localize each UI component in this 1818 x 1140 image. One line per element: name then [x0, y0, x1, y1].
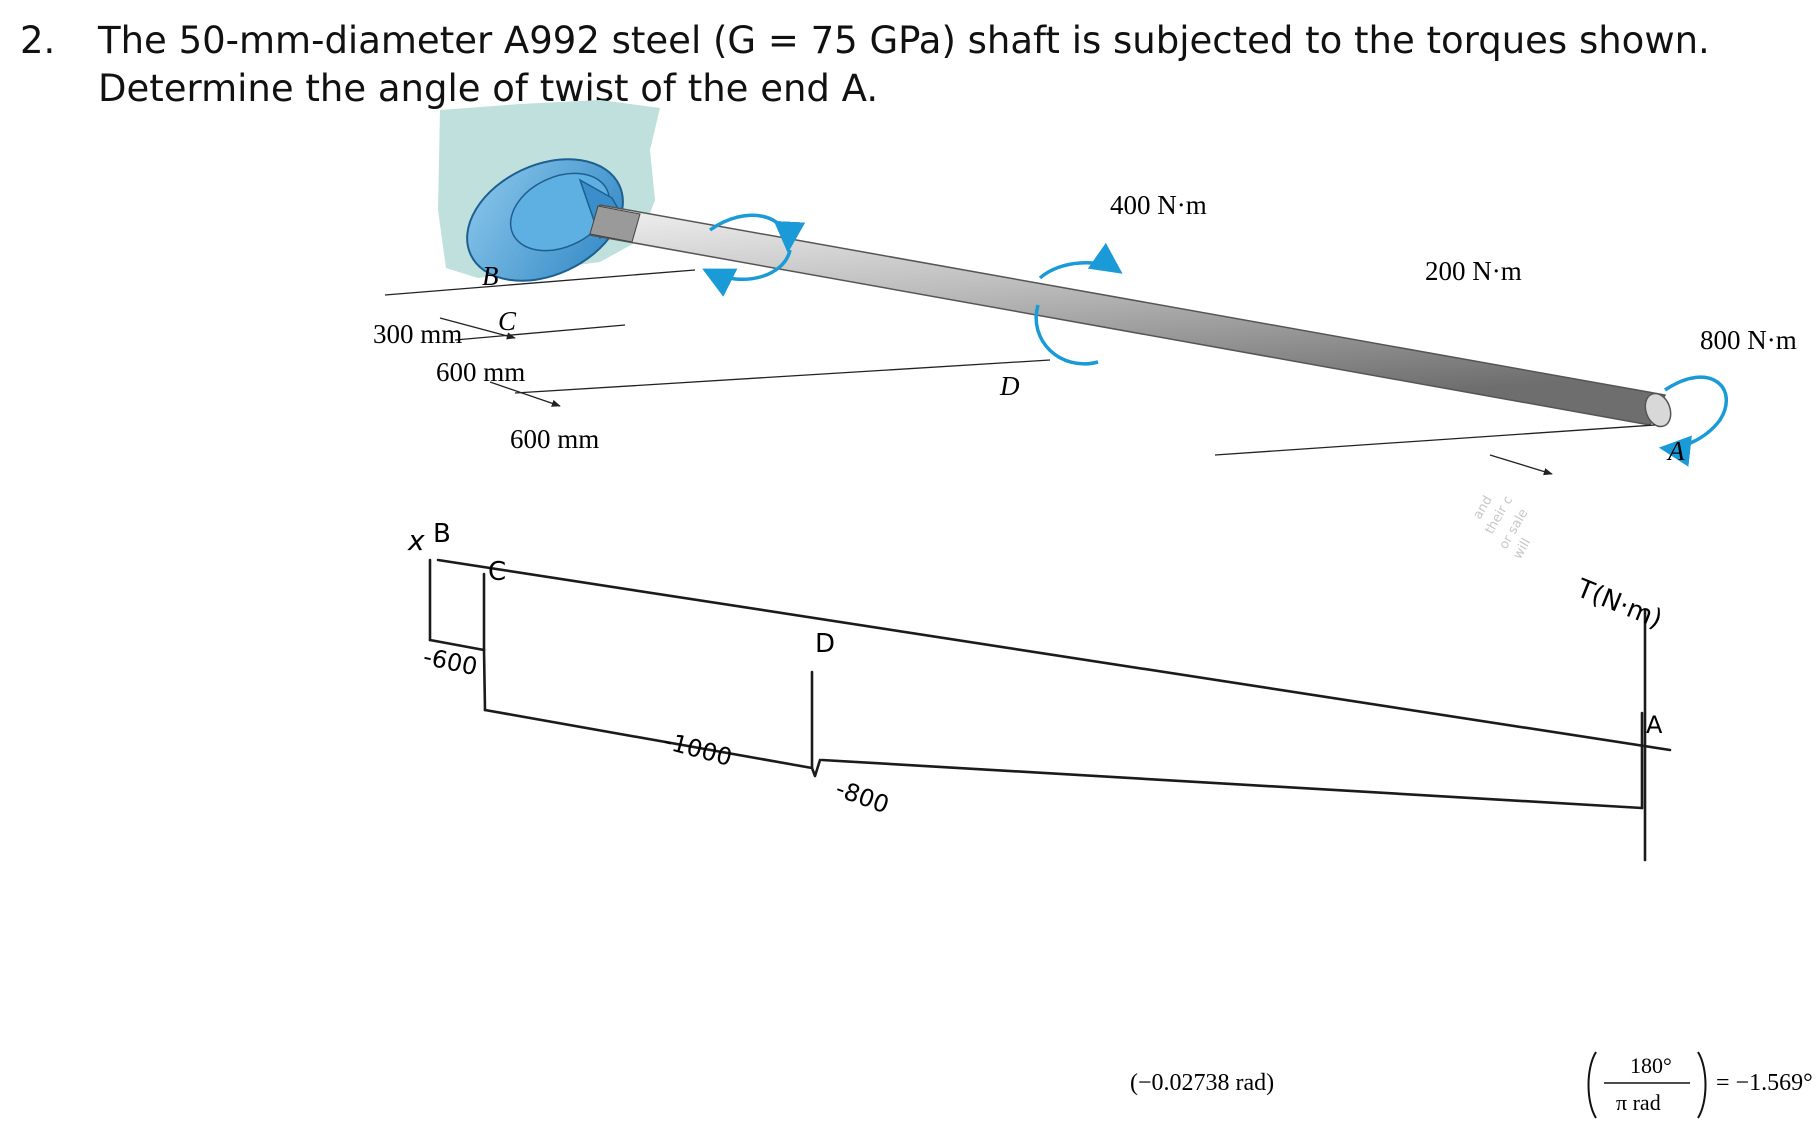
fraction-numerator: 180°: [1630, 1053, 1672, 1078]
fraction-denominator: π rad: [1616, 1090, 1661, 1115]
dimension-lines: [384, 269, 1656, 476]
shaft: [589, 204, 1672, 428]
problem-number: 2.: [20, 19, 56, 62]
sketch-axis-label: T(N·m): [1571, 573, 1666, 635]
problem-text-line-2: Determine the angle of twist of the end …: [98, 67, 879, 110]
sketch-x-label: x: [407, 524, 425, 557]
torque-label-a: 800 N·m: [1700, 325, 1797, 355]
sketch-point-d: D: [815, 629, 835, 659]
torque-arrow-d: [1034, 242, 1123, 366]
dim-label-da: 600 mm: [510, 424, 599, 454]
sketch-value-da: -800: [832, 774, 893, 819]
solution-expression: (−0.02738 rad) 180° π rad = −1.569°: [1130, 1051, 1813, 1119]
sketch-value-cd: -1000: [660, 727, 735, 772]
paren-right: [1697, 1051, 1707, 1119]
dim-label-cd: 600 mm: [436, 357, 525, 387]
paren-left: [1587, 1051, 1597, 1119]
sketch-point-c: C: [488, 557, 506, 587]
sketch-point-a: A: [1646, 711, 1663, 739]
sketch-point-b: B: [433, 519, 451, 549]
solution-radians: (−0.02738 rad): [1130, 1070, 1274, 1096]
watermark: and their c or sale will: [1470, 493, 1534, 562]
torque-label-d: 200 N·m: [1425, 256, 1522, 286]
torque-diagram-sketch: [428, 558, 1672, 862]
point-label-c: C: [498, 306, 517, 336]
sketch-x-axis: [436, 558, 1672, 752]
torque-arrow-a: [1658, 375, 1728, 467]
problem-text-line-1: The 50-mm-diameter A992 steel (G = 75 GP…: [98, 19, 1710, 62]
solution-result: = −1.569°: [1716, 1070, 1813, 1096]
torque-label-c: 400 N·m: [1110, 190, 1207, 220]
torque-arrow-c: [702, 213, 806, 297]
point-label-d: D: [999, 371, 1020, 401]
point-label-b: B: [482, 261, 499, 291]
dim-label-bc: 300 mm: [373, 319, 462, 349]
point-label-a: A: [1666, 436, 1685, 466]
